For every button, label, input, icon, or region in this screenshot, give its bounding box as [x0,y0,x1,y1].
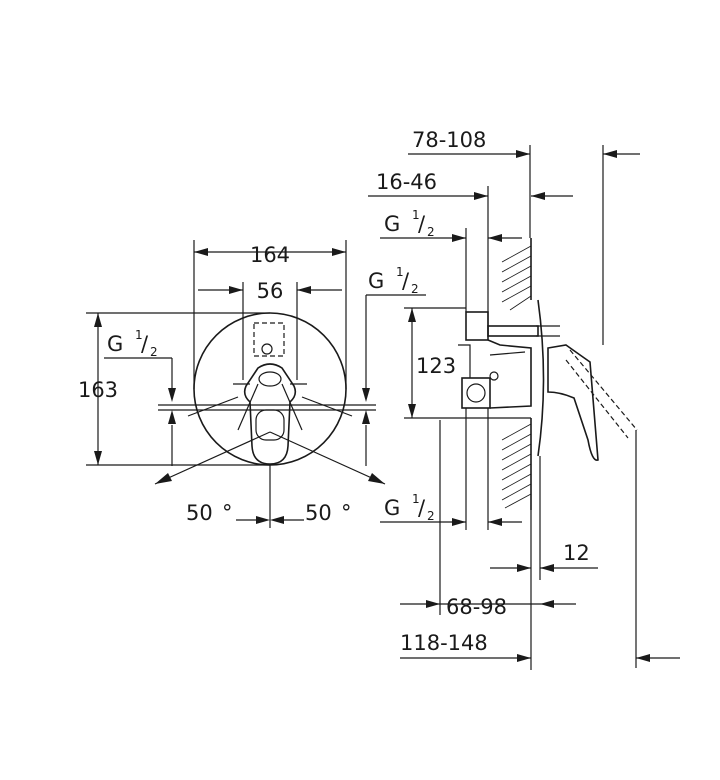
dim-68-98: 68-98 [400,420,576,619]
svg-text:1: 1 [396,265,404,279]
thread-label-bottom: G 1 / 2 [380,408,522,530]
svg-text:°: ° [341,501,352,525]
dim-78-108: 78-108 [408,128,640,345]
dim-118-148: 118-148 [400,430,680,668]
escutcheon-plate [193,312,347,466]
svg-text:1: 1 [412,492,420,506]
dim-56-label: 56 [257,279,284,303]
svg-text:G: G [368,269,384,293]
svg-text:/: / [418,212,426,236]
svg-text:2: 2 [411,282,419,296]
angle-left-label: 50 [186,501,213,525]
svg-text:2: 2 [150,345,158,359]
dim-164: 164 [193,240,347,389]
thread-label-left: G 1 / 2 [104,328,376,466]
thread-label-right: G 1 / 2 [362,265,426,466]
svg-text:1: 1 [135,328,143,342]
lever-handle [233,343,307,465]
svg-text:/: / [418,496,426,520]
dim-163: 163 [78,312,270,466]
cover-plate [537,299,545,457]
svg-text:12: 12 [563,541,590,565]
angle-right-label: 50 [305,501,332,525]
svg-text:16-46: 16-46 [376,170,437,194]
svg-text:1: 1 [412,208,420,222]
svg-text:/: / [141,332,149,356]
svg-text:G: G [384,212,400,236]
angle-dims: 50 ° 50 ° [154,431,386,528]
svg-text:2: 2 [427,509,435,523]
cartridge-outline [253,322,285,357]
svg-text:68-98: 68-98 [446,595,507,619]
svg-text:123: 123 [416,354,456,378]
dim-123: 123 [404,307,531,419]
dim-56: 56 [198,279,342,380]
front-view: 164 56 163 G [78,240,426,528]
svg-text:/: / [402,269,410,293]
svg-text:°: ° [222,501,233,525]
svg-text:G: G [384,496,400,520]
dim-12: 12 [490,456,598,670]
svg-text:2: 2 [427,225,435,239]
valve-body [458,311,560,409]
dim-164-label: 164 [250,243,290,267]
thread-label-top: G 1 / 2 [380,208,522,312]
svg-text:G: G [107,332,123,356]
dim-16-46: 16-46 [368,170,573,326]
side-view: 78-108 16-46 G 1 / 2 [368,128,680,670]
svg-text:78-108: 78-108 [412,128,486,152]
wall-section [501,238,532,510]
side-lever [547,344,599,461]
dim-163-label: 163 [78,378,118,402]
svg-text:118-148: 118-148 [400,631,488,655]
